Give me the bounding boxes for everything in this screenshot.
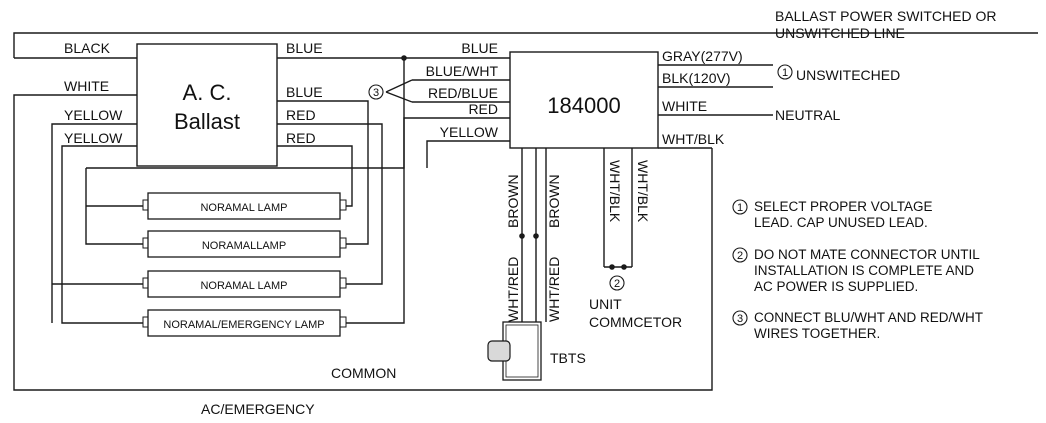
note-number: 1 — [737, 202, 743, 214]
lamp-label: NORAMAL/EMERGENCY LAMP — [163, 319, 324, 331]
label-black: BLACK — [64, 40, 111, 56]
lamp-pin — [339, 199, 347, 211]
note-text: INSTALLATION IS COMPLETE AND — [754, 263, 974, 278]
lamp-label: NORAMAL LAMP — [200, 202, 287, 214]
wire-black — [13, 32, 1038, 58]
wire-red-in — [345, 117, 510, 324]
note-text: AC POWER IS SUPPLIED. — [754, 279, 918, 294]
lamp-pin — [339, 237, 347, 249]
note-text: WIRES TOGETHER. — [754, 326, 880, 341]
lamp-label: NORAMAL LAMP — [200, 280, 287, 292]
wire-red-2 — [277, 145, 353, 207]
label-wht-blk-2: WHT/BLK — [635, 160, 651, 223]
lamp-4: NORAMAL/EMERGENCY LAMP — [142, 309, 347, 337]
marker-circle — [609, 275, 625, 291]
label-neutral: NEUTRAL — [775, 107, 841, 123]
label-ballast-red-2: RED — [286, 130, 316, 146]
label-unit-blue: BLUE — [461, 40, 498, 56]
note-number: 3 — [737, 313, 743, 325]
wire-yellow-in — [426, 140, 510, 146]
label-wht-red-1: WHT/RED — [505, 257, 521, 322]
marker-number: 1 — [782, 67, 788, 79]
junction-dot — [519, 233, 525, 239]
label-ballast-red-1: RED — [286, 107, 316, 123]
unit-box — [509, 51, 659, 149]
note-text: LEAD. CAP UNUSED LEAD. — [754, 215, 928, 230]
tbts-switch-icon — [487, 321, 542, 381]
lamp-label: NORAMALLAMP — [202, 240, 286, 252]
junction-dot — [609, 264, 615, 270]
note-text: DO NOT MATE CONNECTOR UNTIL — [754, 247, 980, 262]
wire-yellow-2 — [61, 145, 148, 324]
junction-dot — [621, 264, 627, 270]
marker-3-icon: 3 — [368, 84, 384, 100]
label-gray: GRAY(277V) — [662, 48, 743, 64]
label-unit-red-blue: RED/BLUE — [428, 85, 498, 101]
junction-dot — [401, 55, 407, 61]
marker-2-icon: 2 — [609, 275, 625, 291]
lamp-1: NORAMAL LAMP — [142, 192, 347, 220]
lamp-3: NORAMAL LAMP — [142, 270, 347, 298]
label-white: WHITE — [64, 78, 109, 94]
label-yellow-1: YELLOW — [64, 107, 123, 123]
lamp-tube — [147, 270, 341, 298]
label-wht-blk-out: WHT/BLK — [662, 131, 725, 147]
tbts-label: TBTS — [550, 350, 586, 366]
lamp-2: NORAMALLAMP — [142, 230, 347, 258]
note-marker — [732, 310, 748, 326]
note-2: 2 DO NOT MATE CONNECTOR UNTIL INSTALLATI… — [732, 247, 980, 294]
wire-white-common — [13, 94, 713, 391]
marker-circle — [777, 64, 793, 80]
ballast-box — [136, 43, 278, 167]
note-number: 2 — [737, 250, 743, 262]
tbts-button — [487, 340, 511, 362]
wire-yellow-1 — [51, 123, 137, 323]
wire-lamp-left — [85, 168, 148, 245]
label-connector-1: UNIT — [589, 296, 622, 312]
label-yellow-2: YELLOW — [64, 130, 123, 146]
lamp-tube — [147, 309, 341, 337]
label-brown-2: BROWN — [546, 174, 562, 228]
label-unit-red: RED — [468, 101, 498, 117]
label-wht-red-2: WHT/RED — [546, 257, 562, 322]
label-ac-emergency: AC/EMERGENCY — [201, 401, 315, 417]
label-wht-blk-1: WHT/BLK — [607, 160, 623, 223]
lamp-tube — [147, 230, 341, 258]
unit-label: 184000 — [547, 93, 620, 118]
label-unswitched: UNSWITECHED — [796, 67, 900, 83]
marker-circle — [368, 84, 384, 100]
ballast-label-1: A. C. — [183, 80, 232, 105]
label-brown-1: BROWN — [505, 174, 521, 228]
label-common: COMMON — [331, 365, 396, 381]
marker-1-icon: 1 — [777, 64, 793, 80]
label-power-line-2: UNSWITCHED LINE — [775, 25, 905, 41]
label-ballast-blue-2: BLUE — [286, 84, 323, 100]
note-1: 1 SELECT PROPER VOLTAGE LEAD. CAP UNUSED… — [732, 199, 933, 230]
ballast-label-2: Ballast — [174, 109, 240, 134]
wire-blue-wht — [385, 79, 413, 93]
label-unit-yellow: YELLOW — [440, 124, 499, 140]
note-3: 3 CONNECT BLU/WHT AND RED/WHT WIRES TOGE… — [732, 310, 983, 341]
label-ballast-blue-1: BLUE — [286, 40, 323, 56]
lamp-pin — [339, 316, 347, 328]
junction-dot — [533, 233, 539, 239]
note-text: CONNECT BLU/WHT AND RED/WHT — [754, 310, 983, 325]
label-blk: BLK(120V) — [662, 70, 730, 86]
label-power-line-1: BALLAST POWER SWITCHED OR — [775, 8, 996, 24]
note-marker — [732, 199, 748, 215]
lamp-pin — [339, 277, 347, 289]
wire-red-blue — [385, 91, 413, 103]
marker-number: 3 — [373, 87, 379, 99]
lamp-tube — [147, 192, 341, 220]
note-text: SELECT PROPER VOLTAGE — [754, 199, 933, 214]
label-unit-blue-wht: BLUE/WHT — [426, 63, 499, 79]
label-connector-2: COMMCETOR — [589, 314, 682, 330]
label-white-out: WHITE — [662, 98, 707, 114]
note-marker — [732, 247, 748, 263]
wire-blue-2 — [277, 100, 369, 245]
marker-number: 2 — [614, 278, 620, 290]
wire-red-1 — [277, 123, 383, 285]
